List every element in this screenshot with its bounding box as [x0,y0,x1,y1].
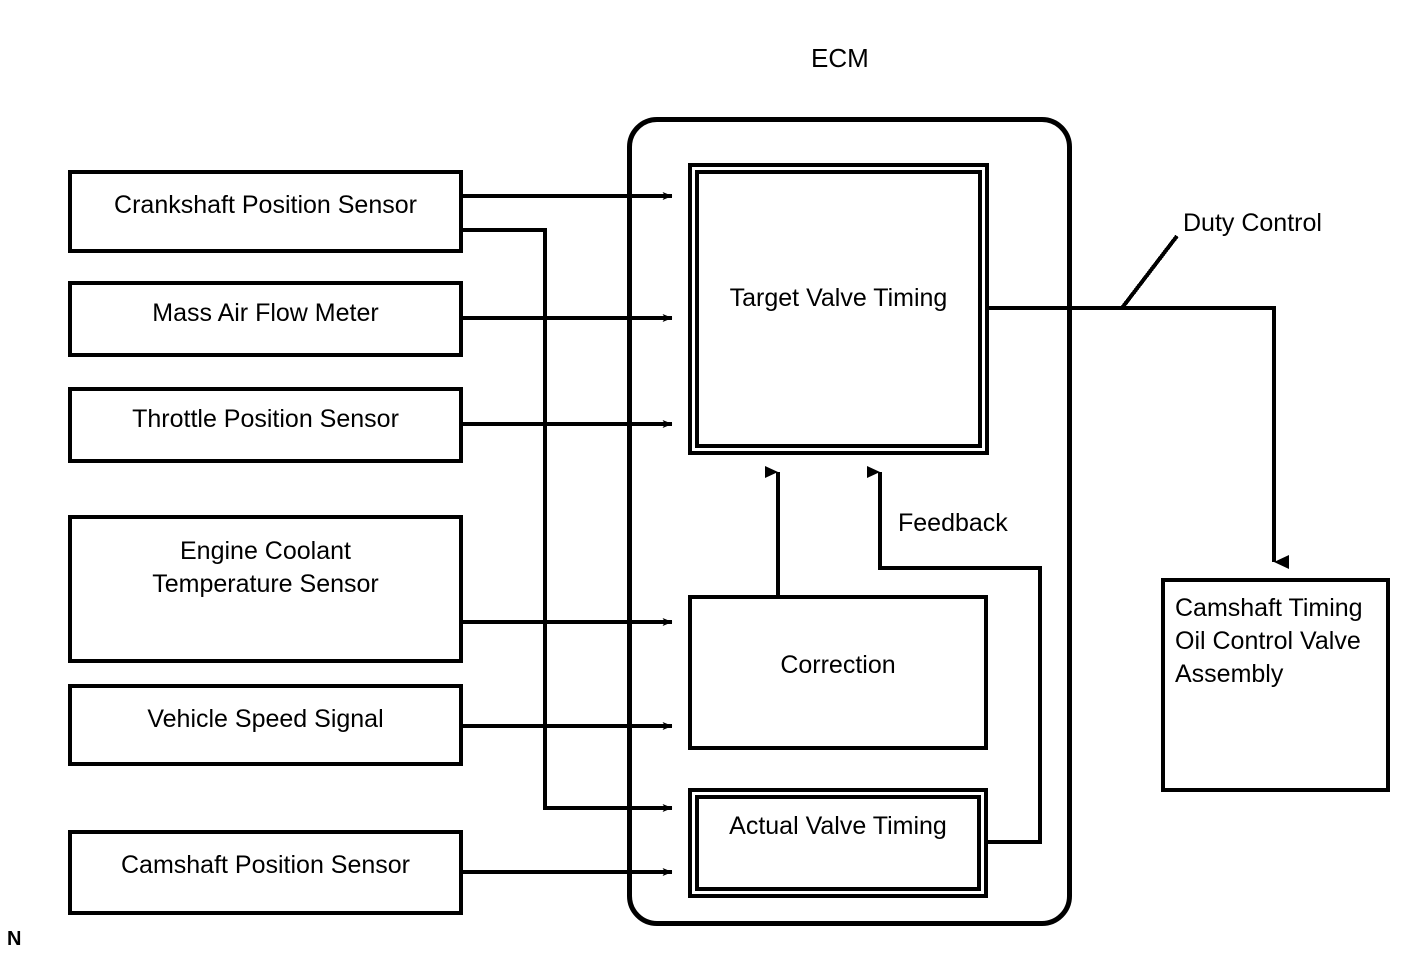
box-actual-valve-timing-outer: Actual Valve Timing [688,788,988,898]
label-actual-valve-timing: Actual Valve Timing [729,812,947,840]
box-camshaft-position-sensor: Camshaft Position Sensor [68,830,463,915]
label-mass-air-flow-meter: Mass Air Flow Meter [152,299,379,327]
box-engine-coolant-temperature-sensor: Engine Coolant Temperature Sensor [68,515,463,663]
line-feedback-actual-to-target [867,466,1042,844]
box-crankshaft-position-sensor: Crankshaft Position Sensor [68,170,463,253]
line-duty-control-to-ocv [989,306,1289,569]
box-vehicle-speed-signal: Vehicle Speed Signal [68,684,463,766]
label-vehicle-speed-signal: Vehicle Speed Signal [147,705,384,733]
label-feedback: Feedback [898,509,1008,537]
box-target-valve-timing-inner [695,170,982,448]
box-correction: Correction [688,595,988,750]
box-camshaft-timing-oil-control-valve-assembly: Camshaft Timing Oil Control Valve Assemb… [1161,578,1390,792]
box-throttle-position-sensor: Throttle Position Sensor [68,387,463,463]
label-target-valve-timing: Target Valve Timing [729,284,948,312]
leader-line-duty-control [1120,234,1179,310]
label-throttle-position-sensor: Throttle Position Sensor [132,405,399,433]
label-crankshaft-position-sensor: Crankshaft Position Sensor [114,191,417,219]
ecm-boundary [627,117,1072,926]
box-mass-air-flow-meter: Mass Air Flow Meter [68,281,463,357]
box-actual-valve-timing-inner [695,795,981,891]
ecm-title-label: ECM [811,43,869,73]
label-duty-control: Duty Control [1183,209,1322,237]
label-engine-coolant-temperature-sensor: Engine Coolant Temperature Sensor [152,537,379,598]
label-correction: Correction [780,651,896,679]
line-crankshaft-to-actual [463,228,673,813]
label-camshaft-position-sensor: Camshaft Position Sensor [120,851,411,879]
label-camshaft-timing-oil-control-valve-assembly: Camshaft Timing Oil Control Valve Assemb… [1175,594,1363,688]
corner-mark-n: N [7,928,22,950]
box-target-valve-timing-outer: Target Valve Timing [688,163,989,455]
